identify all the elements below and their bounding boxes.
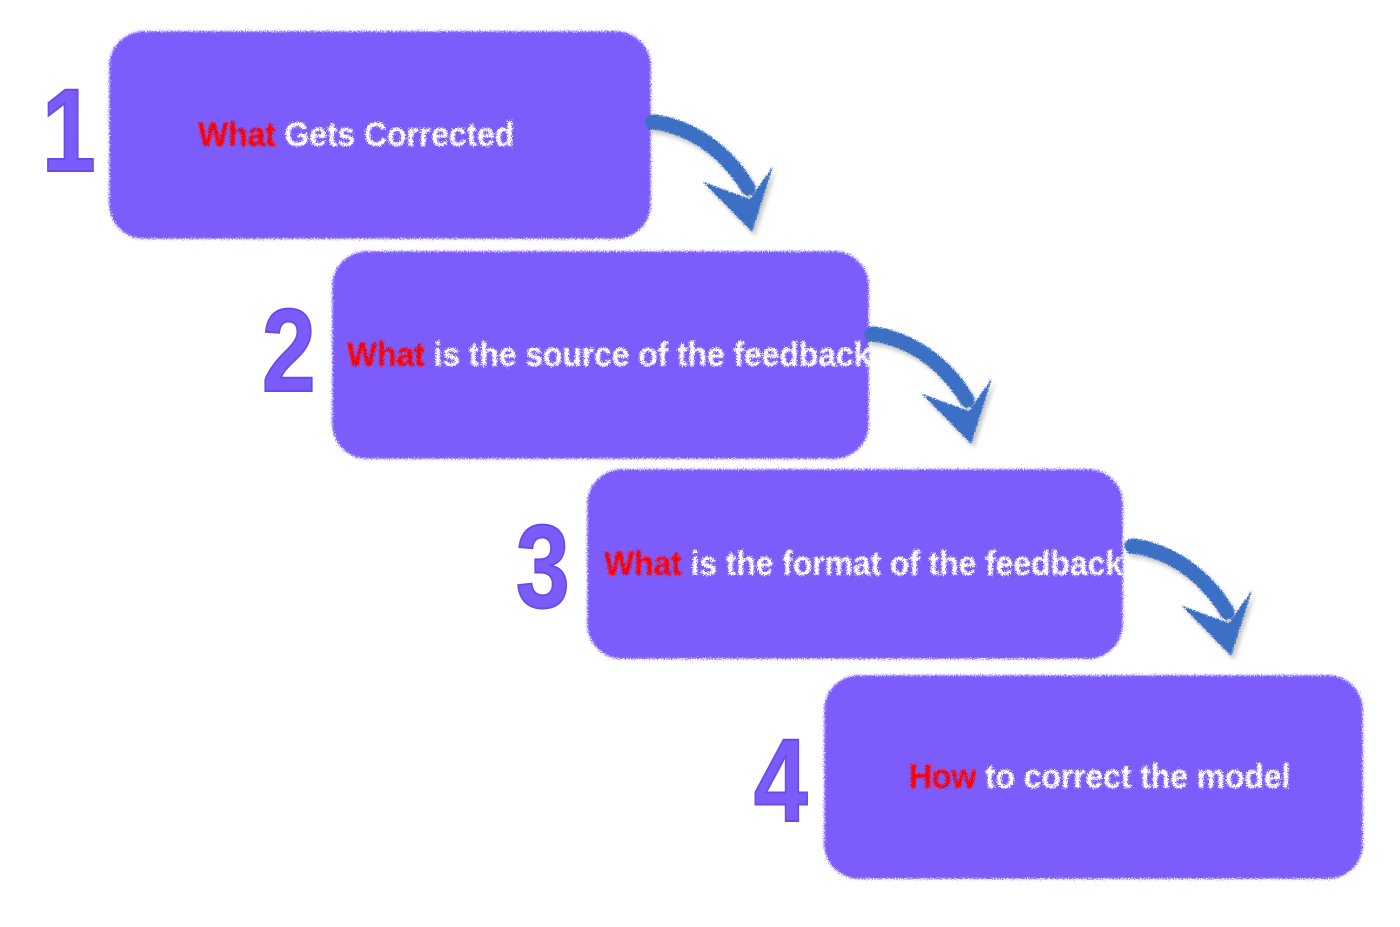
arrow-3-svg [1124,538,1252,656]
step-number-1: 1 [41,65,96,197]
step-label-4: How to correct the model [909,758,1290,797]
step-number-3: 3 [515,501,570,633]
arrow-1-svg [645,114,773,232]
step-label-2: What is the source of the feedback [347,336,871,375]
step-box-4[interactable]: How to correct the model [825,676,1362,878]
arrow-step-2-to-3 [864,316,1024,476]
step-number-4: 4 [753,715,808,847]
arrow-2-svg [864,326,992,444]
step-box-3[interactable]: What is the format of the feedback [588,470,1123,658]
step-keyword-4: How [909,757,977,796]
step-keyword-3: What [604,544,682,583]
step-number-2: 2 [261,285,316,417]
arrow-step-3-to-4 [1124,528,1284,688]
step-label-1: What Gets Corrected [198,116,514,155]
step-keyword-2: What [347,335,425,374]
arrow-step-1-to-2 [645,104,805,264]
step-box-2[interactable]: What is the source of the feedback [333,252,871,458]
step-label-3: What is the format of the feedback [604,545,1123,584]
step-keyword-1: What [198,115,276,154]
step-box-1[interactable]: What Gets Corrected [110,32,650,238]
step-text-3: is the format of the feedback [681,544,1123,583]
step-text-2: is the source of the feedback [424,335,872,374]
step-text-1: Gets Corrected [275,115,515,154]
step-text-4: to correct the model [976,757,1291,796]
